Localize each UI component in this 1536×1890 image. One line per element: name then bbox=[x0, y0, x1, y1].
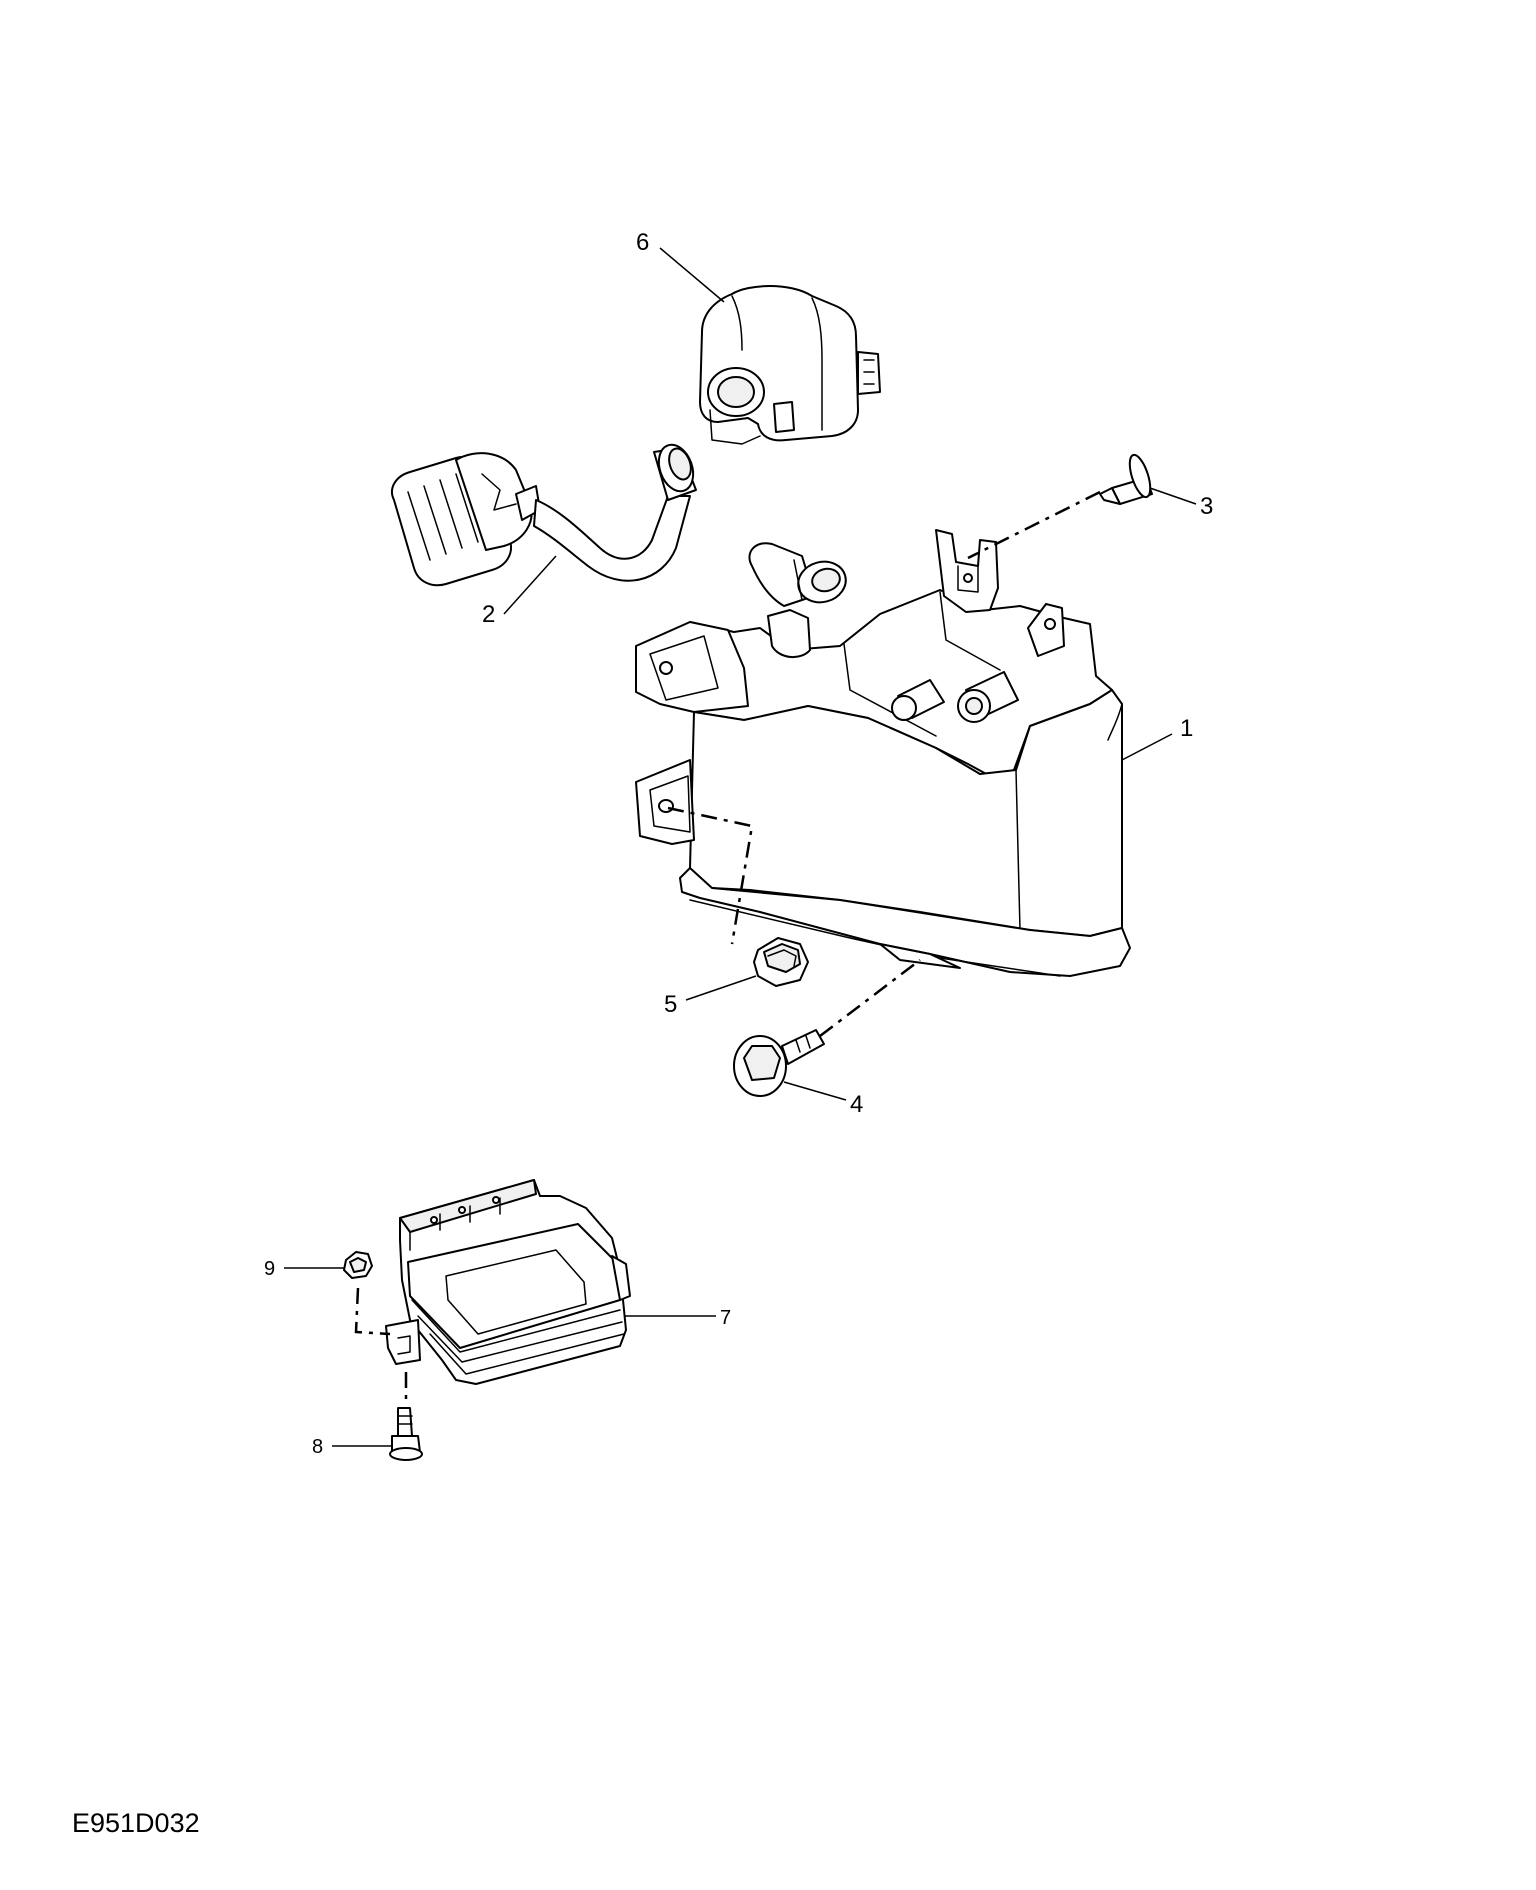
part-8-bolt bbox=[389, 1407, 423, 1461]
callout-7: 7 bbox=[720, 1307, 731, 1329]
part-4-bolt bbox=[733, 1029, 825, 1097]
callouts: 1 2 3 4 5 6 7 8 9 bbox=[264, 229, 1213, 1458]
leader-lines bbox=[284, 247, 1197, 1447]
callout-3: 3 bbox=[1200, 493, 1213, 520]
part-1-canister bbox=[635, 529, 1131, 977]
alignment-lines bbox=[354, 490, 1101, 1406]
part-9-nut bbox=[343, 1251, 373, 1279]
callout-1: 1 bbox=[1180, 715, 1193, 742]
part-7-module bbox=[385, 1179, 631, 1385]
callout-2: 2 bbox=[482, 601, 495, 628]
part-2-filter-hose bbox=[391, 443, 697, 587]
figure-code: E951D032 bbox=[72, 1808, 200, 1838]
callout-9: 9 bbox=[264, 1258, 275, 1280]
part-3-pin bbox=[1099, 453, 1153, 505]
callout-4: 4 bbox=[850, 1091, 863, 1118]
part-6-valve bbox=[699, 285, 881, 445]
callout-6: 6 bbox=[636, 229, 649, 256]
callout-8: 8 bbox=[312, 1436, 323, 1458]
part-5-nut bbox=[753, 937, 809, 987]
callout-5: 5 bbox=[664, 991, 677, 1018]
